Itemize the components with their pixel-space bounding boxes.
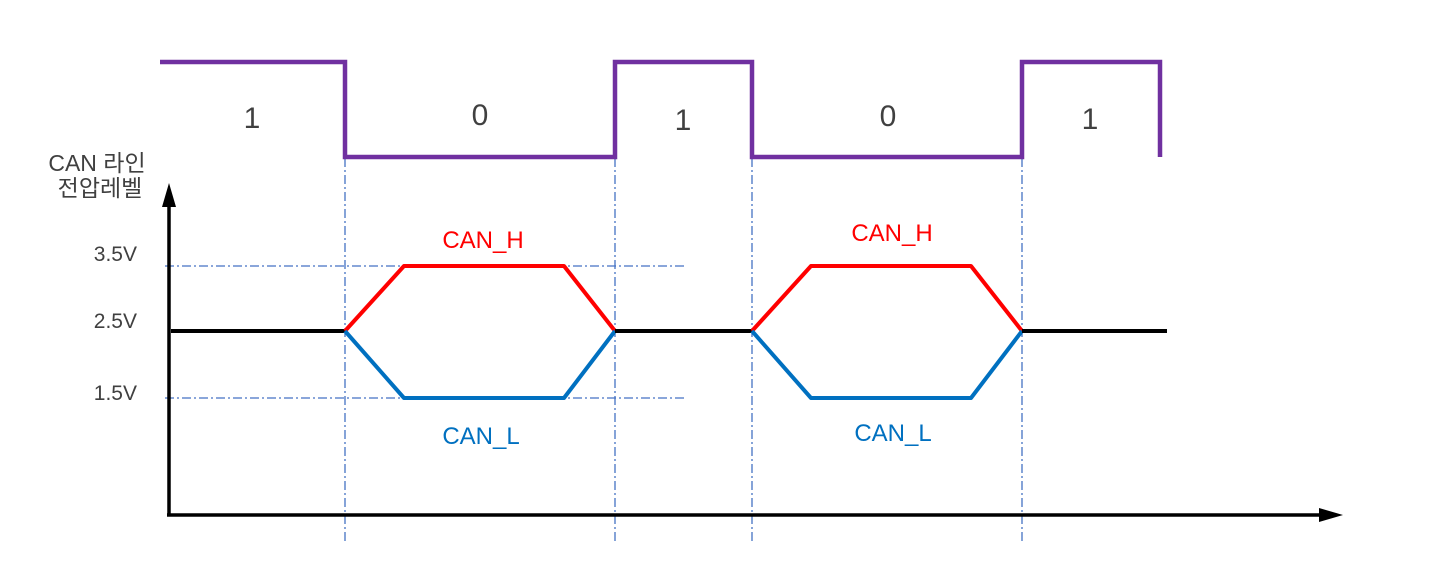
y-axis-title-line2: 전압레벨 (58, 175, 143, 201)
tick-1v5: 1.5V (94, 382, 137, 405)
tick-2v5: 2.5V (94, 310, 137, 333)
labels: 1 0 1 0 1 CAN 라인 전압레벨 3.5V 2.5V 1.5V CAN… (48, 99, 1098, 450)
bit-label-2: 0 (472, 99, 489, 132)
can-h-label-1: CAN_H (442, 227, 523, 254)
tick-3v5: 3.5V (94, 243, 137, 266)
y-axis-title-line1: CAN 라인 (48, 150, 145, 176)
gridlines (165, 158, 1023, 543)
bit-label-3: 1 (675, 104, 692, 137)
can-l-label-2: CAN_L (854, 420, 931, 447)
bit-label-5: 1 (1082, 103, 1099, 136)
can-signal-lines (171, 264, 1167, 400)
can-h-label-2: CAN_H (851, 220, 932, 247)
digital-bit-waveform (160, 59, 1163, 160)
can-l-label-1: CAN_L (442, 423, 519, 450)
bit-label-4: 0 (880, 100, 897, 133)
bit-label-1: 1 (244, 102, 261, 135)
axes (162, 183, 1343, 522)
